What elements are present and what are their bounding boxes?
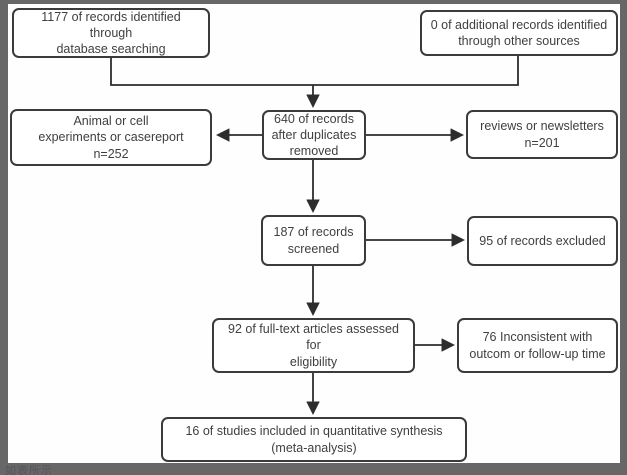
node-records-after-duplicates: 640 of records after duplicates removed (262, 110, 366, 160)
node-excluded-animal-cell: Animal or cell experiments or casereport… (10, 109, 212, 166)
node-records-screened: 187 of records screened (261, 215, 366, 266)
node-records-excluded: 95 of records excluded (467, 216, 618, 266)
node-records-identified-other: 0 of additional records identified throu… (420, 10, 618, 56)
node-excluded-inconsistent: 76 Inconsistent with outcom or follow-up… (457, 318, 618, 373)
node-studies-included: 16 of studies included in quantitative s… (161, 417, 467, 462)
watermark-text: 如表所示 (5, 465, 53, 475)
node-excluded-reviews-newsletters: reviews or newsletters n=201 (466, 110, 618, 159)
node-records-identified-database: 1177 of records identified through datab… (12, 8, 210, 58)
node-fulltext-assessed: 92 of full-text articles assessed for el… (212, 318, 415, 373)
